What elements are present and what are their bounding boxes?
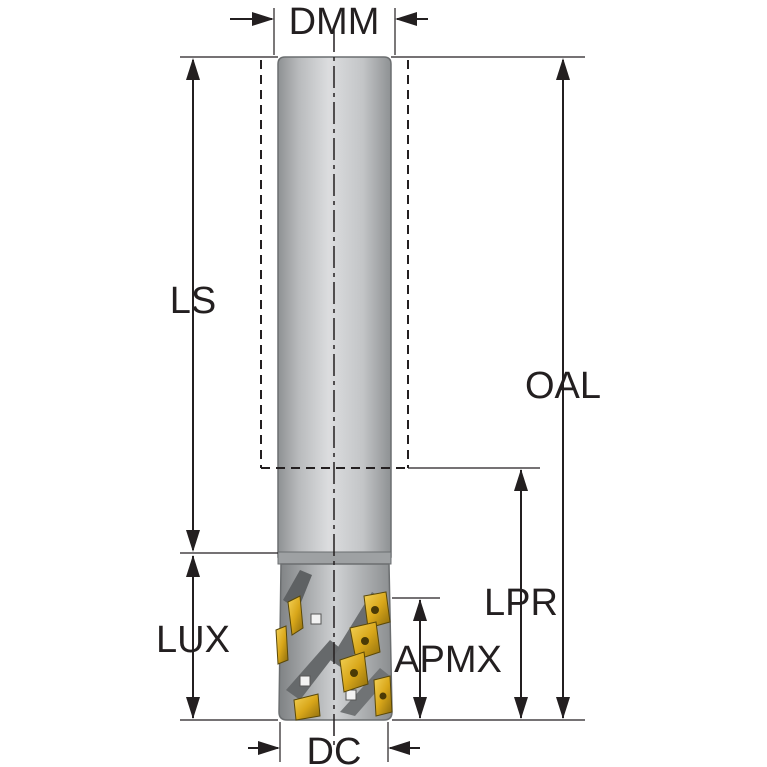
insert-screw [345, 689, 357, 701]
apmx-dimension [413, 599, 427, 719]
insert-screw [299, 675, 311, 687]
oal-dimension [556, 58, 570, 719]
oal-label: OAL [525, 365, 601, 407]
insert-screw [310, 613, 322, 625]
insert-hole [379, 692, 387, 700]
lpr-label: LPR [484, 582, 558, 624]
lpr-dimension [514, 469, 528, 719]
insert-hole [371, 606, 379, 614]
tool-body [277, 56, 393, 721]
dmm-label: DMM [289, 1, 380, 43]
insert [293, 693, 321, 721]
lux-label: LUX [156, 619, 230, 661]
clamping-zone [260, 60, 409, 469]
insert [275, 625, 289, 665]
insert-hole [350, 669, 358, 677]
apmx-label: APMX [394, 639, 502, 681]
chip-flute [283, 570, 312, 610]
inserts [275, 591, 393, 721]
tool-shank [277, 56, 392, 558]
dc-dimension [248, 741, 420, 755]
extension-lines [180, 8, 585, 762]
ls-label: LS [170, 280, 216, 322]
insert [287, 595, 304, 636]
lux-dimension [186, 555, 200, 719]
dmm-dimension [230, 12, 428, 26]
ls-dimension [186, 58, 200, 552]
insert-hole [361, 637, 369, 645]
dc-label: DC [307, 731, 362, 767]
